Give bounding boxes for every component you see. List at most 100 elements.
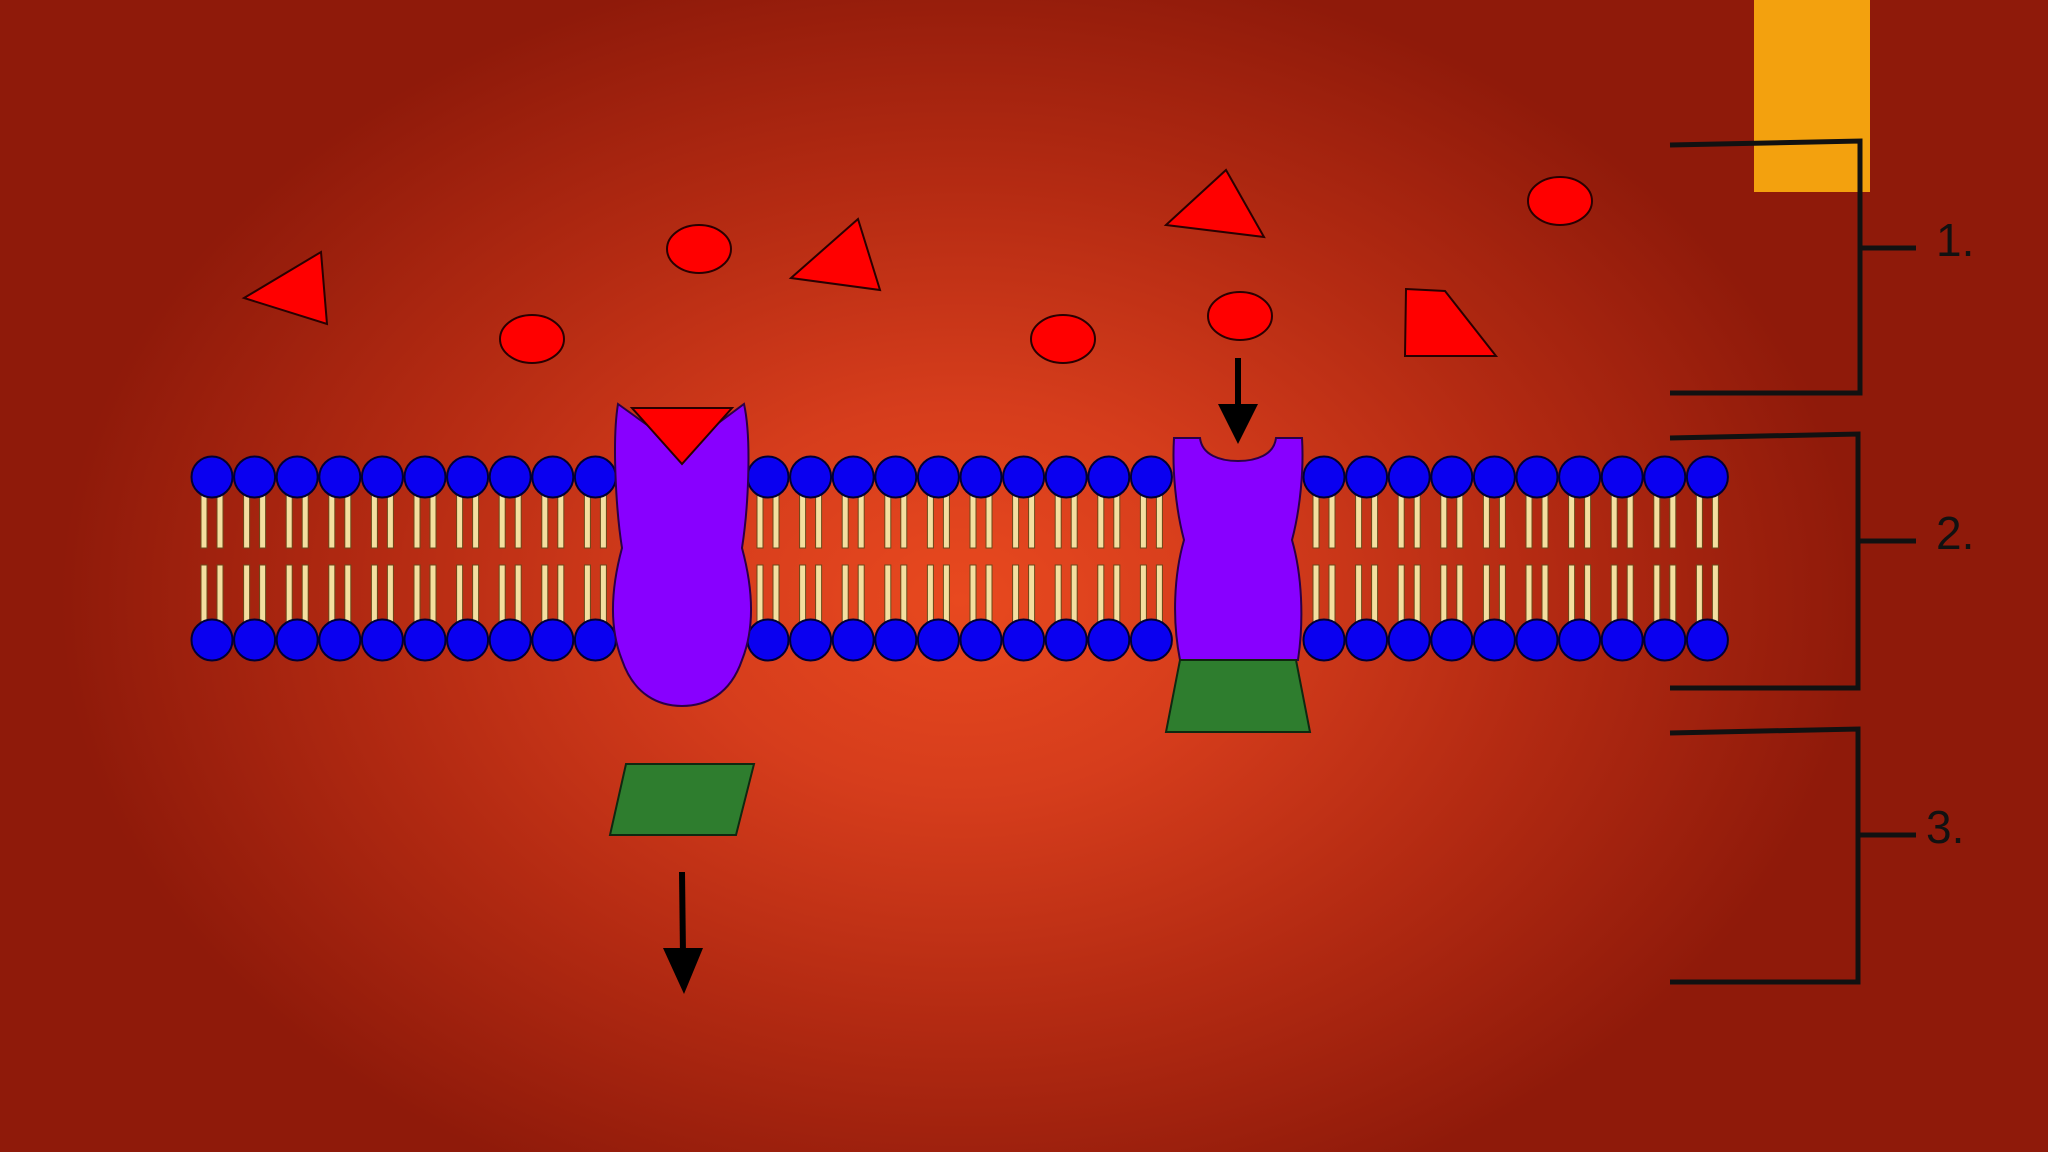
lipid-tail	[884, 564, 892, 623]
phospholipid-head	[488, 455, 532, 499]
lipid-tail	[259, 494, 267, 549]
phospholipid-head	[318, 455, 362, 499]
lipid-tail	[1695, 494, 1703, 549]
lipid-tail	[472, 564, 480, 623]
lipid-tail	[969, 494, 977, 549]
circle-ligand	[1207, 291, 1273, 341]
lipid-tail	[1070, 494, 1078, 549]
lipid-tail	[200, 494, 208, 549]
lipid-tail	[1525, 564, 1533, 623]
phospholipid-head	[318, 618, 362, 662]
phospholipid-head	[233, 455, 277, 499]
lipid-tail	[969, 564, 977, 623]
lipid-tail	[1669, 564, 1677, 623]
lipid-tail	[756, 564, 764, 623]
step-bracket-2: 2.	[1669, 431, 1974, 691]
lipid-tail	[200, 564, 208, 623]
phospholipid-head	[1345, 455, 1389, 499]
lipid-tail	[301, 494, 309, 549]
phospholipid-head	[275, 618, 319, 662]
phospholipid-head	[1345, 618, 1389, 662]
lipid-tail	[1456, 494, 1464, 549]
lipid-tail	[1371, 564, 1379, 623]
lipid-tail	[216, 494, 224, 549]
lipid-tail	[884, 494, 892, 549]
lipid-tail	[429, 494, 437, 549]
lipid-tail	[1653, 494, 1661, 549]
lipid-tail	[541, 494, 549, 549]
lipid-tail	[900, 564, 908, 623]
lipid-tail	[583, 564, 591, 623]
lipid-tail	[799, 494, 807, 549]
phospholipid-bilayer	[190, 455, 1729, 662]
lipid-tail	[328, 564, 336, 623]
lipid-tail	[1653, 564, 1661, 623]
lipid-tail	[926, 494, 934, 549]
lipid-tail	[1482, 494, 1490, 549]
lipid-tail	[413, 494, 421, 549]
lipid-tail	[1155, 564, 1163, 623]
phospholipid-head	[573, 618, 617, 662]
phospholipid-head	[1558, 618, 1602, 662]
lipid-tail	[756, 494, 764, 549]
lipid-tail	[985, 494, 993, 549]
step-label-3: 3.	[1926, 801, 1964, 853]
lipid-tail	[557, 494, 565, 549]
lipid-tail	[1413, 564, 1421, 623]
phospholipid-head	[446, 618, 490, 662]
phospholipid-head	[874, 455, 918, 499]
lipid-tail	[1012, 494, 1020, 549]
phospholipid-head	[403, 455, 447, 499]
phospholipid-head	[831, 618, 875, 662]
corner-tab	[1754, 0, 1870, 192]
lipid-tail	[1012, 564, 1020, 623]
lipid-tail	[386, 564, 394, 623]
phospholipid-head	[573, 455, 617, 499]
phospholipid-head	[1087, 455, 1131, 499]
lipid-tail	[1440, 494, 1448, 549]
lipid-tail	[1584, 494, 1592, 549]
receptor-protein-right	[1164, 437, 1312, 733]
lipid-tail	[472, 494, 480, 549]
lipid-tail	[900, 494, 908, 549]
triangle-ligand	[1403, 287, 1499, 357]
phospholipid-head	[1087, 618, 1131, 662]
phospholipid-head	[1430, 618, 1474, 662]
lipid-tail	[942, 564, 950, 623]
lipid-tail	[1456, 564, 1464, 623]
phospholipid-head	[1044, 618, 1088, 662]
step-bracket-1: 1.	[1669, 138, 1974, 396]
triangle-ligand	[1163, 168, 1266, 239]
lipid-tail	[1568, 564, 1576, 623]
lipid-tail	[1610, 564, 1618, 623]
lipid-tail	[1054, 564, 1062, 623]
lipid-tail	[1028, 564, 1036, 623]
lipid-tail	[301, 564, 309, 623]
phospholipid-head	[916, 618, 960, 662]
lipid-tail	[1482, 564, 1490, 623]
lipid-tail	[413, 564, 421, 623]
lipid-tail	[1328, 564, 1336, 623]
lipid-tail	[429, 564, 437, 623]
lipid-tail	[370, 494, 378, 549]
step-label-1: 1.	[1936, 214, 1974, 266]
lipid-tail	[1371, 494, 1379, 549]
phospholipid-head	[488, 618, 532, 662]
phospholipid-head	[531, 618, 575, 662]
lipid-tail	[1584, 564, 1592, 623]
phospholipid-head	[746, 455, 790, 499]
lipid-tail	[344, 494, 352, 549]
phospholipid-head	[831, 455, 875, 499]
lipid-tail	[216, 564, 224, 623]
phospholipid-head	[1002, 455, 1046, 499]
effector-parallelogram	[608, 763, 756, 836]
lipid-tail	[1568, 494, 1576, 549]
triangle-ligand	[788, 217, 882, 292]
lipid-tail	[857, 494, 865, 549]
lipid-tail	[386, 494, 394, 549]
lipid-tail	[1097, 564, 1105, 623]
lipid-tail	[815, 494, 823, 549]
phospholipid-head	[1600, 455, 1644, 499]
phospholipid-head	[1472, 618, 1516, 662]
phospholipid-head	[1643, 455, 1687, 499]
